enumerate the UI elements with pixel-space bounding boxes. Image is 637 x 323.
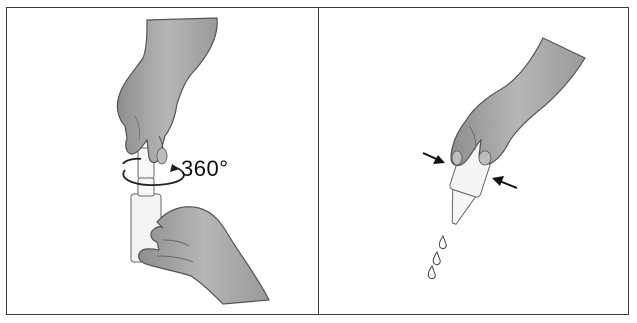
lower-hand <box>139 207 269 304</box>
squeeze-arrow-left-icon <box>423 153 445 164</box>
squeezing-hand <box>451 38 585 165</box>
rotation-label: 360° <box>181 156 229 182</box>
panel-squeeze-dropper <box>319 8 628 314</box>
drops <box>428 236 446 279</box>
squeeze-arrow-right-icon <box>492 176 517 188</box>
twist-cap-illustration <box>7 8 318 314</box>
upper-hand <box>117 18 217 164</box>
panel-twist-off-cap: 360° <box>7 8 318 314</box>
squeeze-dropper-illustration <box>319 8 628 314</box>
